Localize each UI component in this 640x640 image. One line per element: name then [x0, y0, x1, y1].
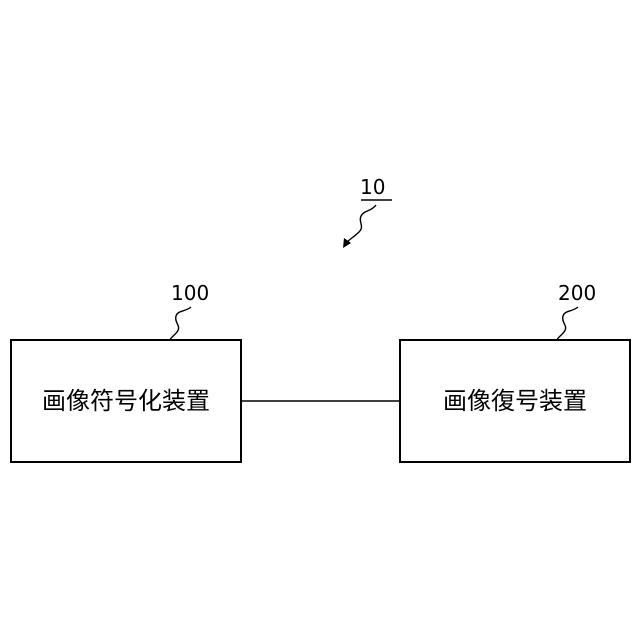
- encoder-ref-number: 100: [171, 283, 209, 303]
- decoder-label: 画像復号装置: [443, 387, 587, 415]
- encoder-leader-line: [170, 307, 191, 340]
- system-ref-number: 10: [360, 177, 385, 197]
- system-leader-line: [346, 205, 376, 243]
- decoder-ref-number: 200: [558, 283, 596, 303]
- decoder-block: 画像復号装置: [399, 339, 631, 463]
- decoder-leader-line: [557, 307, 578, 340]
- encoder-block: 画像符号化装置: [10, 339, 242, 463]
- encoder-label: 画像符号化装置: [42, 387, 210, 415]
